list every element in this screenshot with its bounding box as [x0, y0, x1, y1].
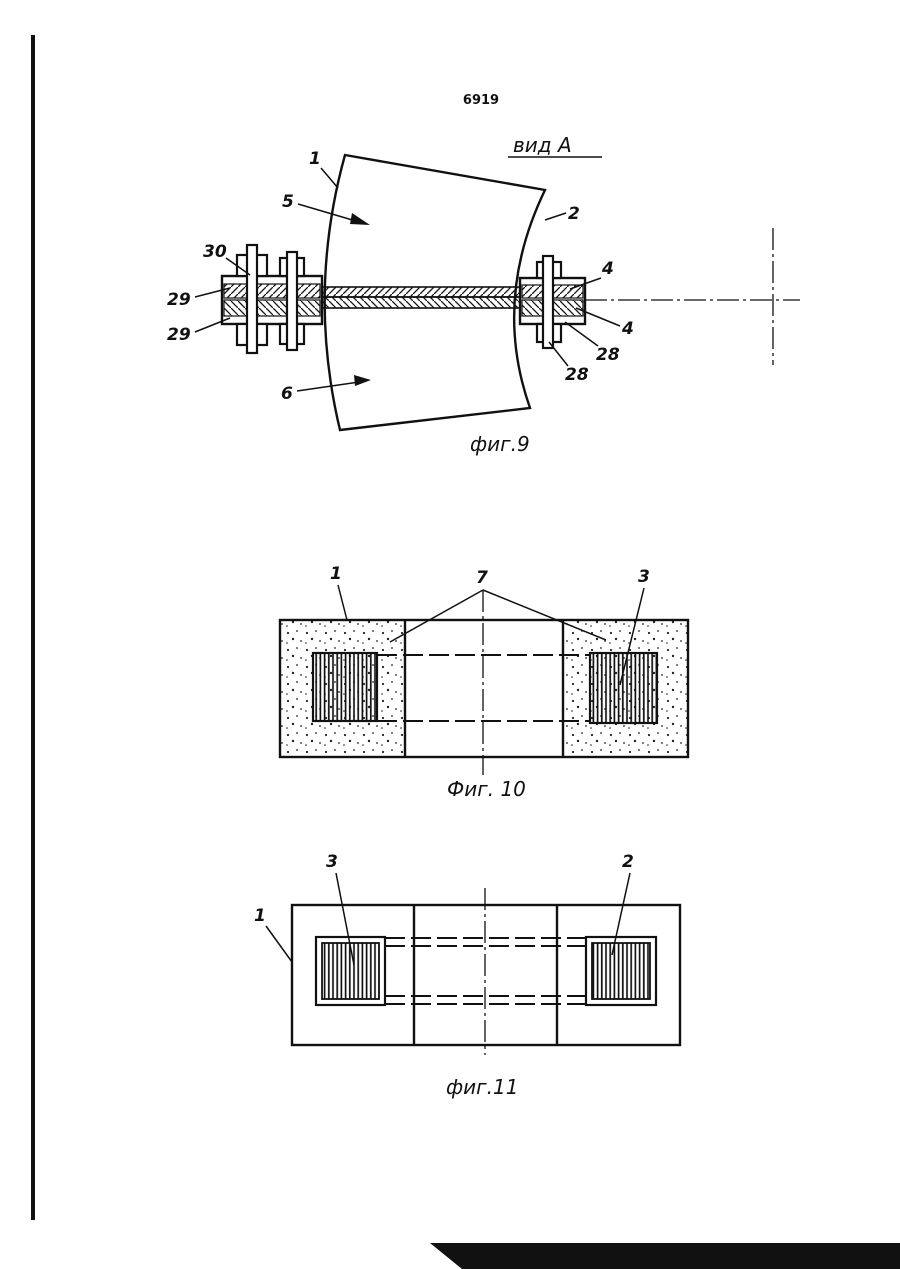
part-label-1: 1: [254, 906, 266, 926]
leader-line-7-right: [483, 590, 606, 640]
plate-lower-layer: [320, 297, 522, 308]
part-label-7: 7: [476, 568, 488, 588]
leader-line-2: [545, 213, 566, 220]
part-label-2: 2: [568, 204, 580, 224]
part-label-28-inner: 28: [565, 365, 589, 385]
figure-10: 1 7 3 Фиг. 10: [280, 564, 688, 801]
part-label-29-bottom: 29: [167, 325, 191, 345]
right-coil: [592, 943, 650, 999]
left-flange-layer-top: [224, 284, 320, 298]
left-margin-rule: [31, 35, 35, 1220]
part-label-5: 5: [282, 192, 294, 212]
leader-line-28-outer: [565, 322, 598, 346]
figure-9-caption: фиг.9: [470, 432, 530, 456]
part-label-28-outer: 28: [596, 345, 620, 365]
view-label: вид А: [513, 133, 572, 157]
leader-line-7-left: [390, 590, 483, 642]
bottom-scan-bar: [430, 1243, 900, 1269]
part-label-1: 1: [309, 149, 321, 169]
left-coil: [313, 653, 377, 721]
right-coil: [590, 653, 657, 723]
leader-line-1: [338, 585, 347, 620]
figure-10-caption: Фиг. 10: [447, 777, 526, 801]
part-label-30: 30: [203, 242, 227, 262]
part-label-4-top: 4: [601, 259, 614, 279]
left-coil: [322, 943, 379, 999]
plate-upper-layer: [320, 287, 522, 297]
part-label-29-top: 29: [167, 290, 191, 310]
leader-line-1: [321, 168, 338, 188]
leader-line-28-inner: [549, 342, 568, 366]
figure-9: вид А: [167, 133, 800, 456]
part-label-2: 2: [622, 852, 634, 872]
part-label-3: 3: [326, 852, 338, 872]
part-label-1: 1: [330, 564, 342, 584]
figure-11-caption: фиг.11: [446, 1075, 518, 1099]
part-label-3: 3: [638, 567, 650, 587]
page-number: 6919: [463, 93, 499, 108]
part-label-6: 6: [281, 384, 293, 404]
figure-11: 3 2 1 фиг.11: [254, 852, 680, 1099]
leader-line-1: [266, 926, 292, 962]
part-label-4-bottom: 4: [621, 319, 634, 339]
left-flange-layer-bottom: [224, 300, 320, 316]
flux-arrow-6: [297, 375, 371, 391]
